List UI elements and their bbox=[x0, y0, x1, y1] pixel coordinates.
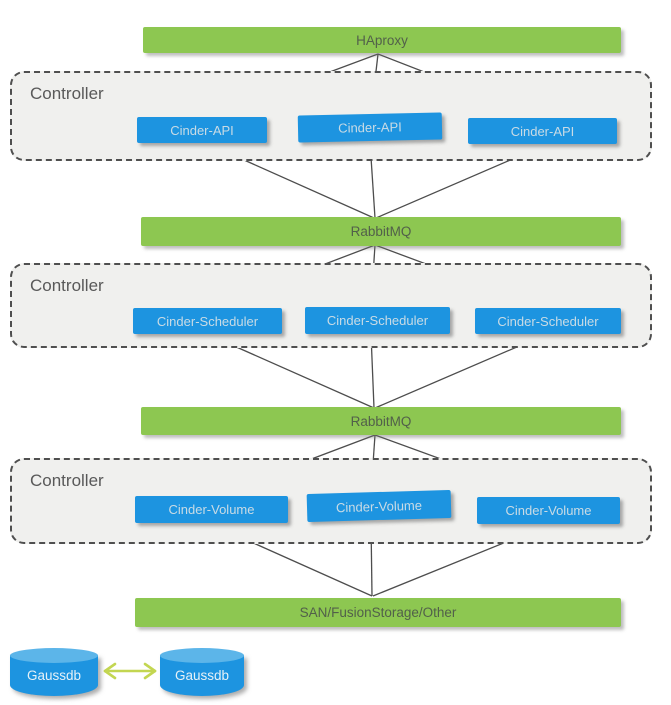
bar-rabbitmq-bottom: RabbitMQ bbox=[141, 407, 621, 435]
node-cinder-volume-1: Cinder-Volume bbox=[135, 496, 288, 523]
node-cinder-scheduler-1: Cinder-Scheduler bbox=[133, 308, 282, 334]
bar-storage: SAN/FusionStorage/Other bbox=[135, 598, 621, 627]
database-label: Gaussdb bbox=[26, 668, 82, 683]
cylinder-top bbox=[10, 648, 98, 663]
node-cinder-volume-3: Cinder-Volume bbox=[477, 497, 620, 524]
bar-rabbitmq-top: RabbitMQ bbox=[141, 217, 621, 246]
node-cinder-api-2: Cinder-API bbox=[297, 112, 443, 143]
database-cylinder-2: Gaussdb bbox=[160, 648, 244, 696]
controller-label: Controller bbox=[30, 471, 104, 490]
controller-label: Controller bbox=[30, 276, 104, 295]
node-cinder-api-3: Cinder-API bbox=[468, 118, 617, 144]
database-cylinder-1: Gaussdb bbox=[10, 648, 98, 696]
controller-group-scheduler: Controller bbox=[10, 263, 652, 348]
node-cinder-scheduler-3: Cinder-Scheduler bbox=[475, 308, 621, 334]
database-label: Gaussdb bbox=[174, 668, 230, 683]
replication-arrow bbox=[103, 662, 157, 680]
bar-haproxy: HAproxy bbox=[143, 27, 621, 53]
cylinder-top bbox=[160, 648, 244, 663]
node-cinder-api-1: Cinder-API bbox=[137, 117, 267, 143]
node-cinder-volume-2: Cinder-Volume bbox=[306, 489, 452, 523]
node-cinder-scheduler-2: Cinder-Scheduler bbox=[305, 307, 450, 334]
controller-label: Controller bbox=[30, 84, 104, 103]
